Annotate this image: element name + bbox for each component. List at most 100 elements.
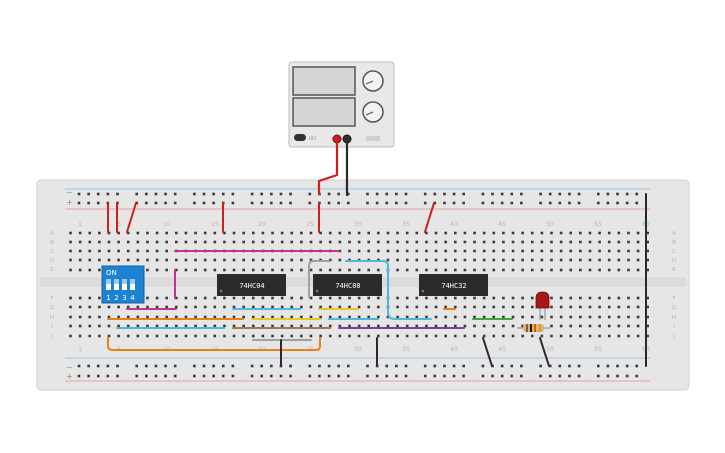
breadboard-hole[interactable] xyxy=(290,324,294,328)
breadboard-hole[interactable] xyxy=(511,258,515,262)
breadboard-hole[interactable] xyxy=(386,258,390,262)
breadboard-hole[interactable] xyxy=(454,296,457,300)
breadboard-hole[interactable] xyxy=(280,315,284,319)
breadboard-hole[interactable] xyxy=(366,201,369,205)
breadboard-hole[interactable] xyxy=(463,249,467,253)
breadboard-hole[interactable] xyxy=(231,201,235,205)
breadboard-hole[interactable] xyxy=(232,315,236,319)
breadboard-hole[interactable] xyxy=(251,315,255,319)
breadboard-hole[interactable] xyxy=(482,315,486,319)
breadboard-hole[interactable] xyxy=(271,315,274,319)
breadboard-hole[interactable] xyxy=(579,315,582,319)
breadboard-hole[interactable] xyxy=(530,296,534,300)
breadboard-hole[interactable] xyxy=(318,374,321,378)
breadboard-hole[interactable] xyxy=(328,324,332,328)
breadboard-hole[interactable] xyxy=(213,296,217,300)
breadboard-hole[interactable] xyxy=(146,249,149,253)
breadboard-hole[interactable] xyxy=(377,249,380,253)
breadboard-hole[interactable] xyxy=(88,305,92,309)
breadboard-hole[interactable] xyxy=(579,324,582,328)
breadboard-hole[interactable] xyxy=(606,374,610,378)
breadboard-hole[interactable] xyxy=(136,249,140,253)
breadboard-hole[interactable] xyxy=(454,231,457,235)
breadboard-hole[interactable] xyxy=(502,258,505,262)
breadboard-hole[interactable] xyxy=(425,268,428,272)
chip-74hc08[interactable]: 74HC08 xyxy=(313,274,382,296)
breadboard-hole[interactable] xyxy=(77,201,81,205)
breadboard-hole[interactable] xyxy=(327,201,331,205)
breadboard-hole[interactable] xyxy=(530,231,534,235)
breadboard-hole[interactable] xyxy=(616,364,619,368)
breadboard-hole[interactable] xyxy=(462,374,465,378)
breadboard-hole[interactable] xyxy=(69,296,72,300)
breadboard-hole[interactable] xyxy=(511,240,515,244)
breadboard-hole[interactable] xyxy=(405,296,409,300)
breadboard-hole[interactable] xyxy=(136,305,140,309)
breadboard-hole[interactable] xyxy=(443,201,446,205)
breadboard-hole[interactable] xyxy=(155,324,159,328)
breadboard-hole[interactable] xyxy=(135,374,138,378)
breadboard-hole[interactable] xyxy=(375,374,379,378)
breadboard-hole[interactable] xyxy=(627,231,630,235)
breadboard-hole[interactable] xyxy=(69,240,72,244)
breadboard-hole[interactable] xyxy=(559,231,563,235)
breadboard-hole[interactable] xyxy=(606,192,610,196)
breadboard-hole[interactable] xyxy=(223,296,226,300)
breadboard-hole[interactable] xyxy=(511,324,515,328)
breadboard-hole[interactable] xyxy=(539,374,542,378)
breadboard-hole[interactable] xyxy=(492,296,496,300)
breadboard-hole[interactable] xyxy=(607,258,611,262)
breadboard-hole[interactable] xyxy=(203,324,207,328)
breadboard-holes[interactable] xyxy=(69,192,649,378)
breadboard-hole[interactable] xyxy=(452,364,456,368)
breadboard-hole[interactable] xyxy=(646,324,649,328)
breadboard-hole[interactable] xyxy=(473,258,476,262)
breadboard-hole[interactable] xyxy=(607,268,611,272)
breadboard-hole[interactable] xyxy=(606,201,610,205)
breadboard-hole[interactable] xyxy=(145,192,148,196)
breadboard-hole[interactable] xyxy=(202,201,206,205)
breadboard-hole[interactable] xyxy=(289,364,292,368)
breadboard-hole[interactable] xyxy=(261,305,265,309)
breadboard-hole[interactable] xyxy=(548,374,552,378)
wire-black[interactable] xyxy=(539,337,550,367)
breadboard-hole[interactable] xyxy=(136,324,140,328)
breadboard-hole[interactable] xyxy=(328,305,332,309)
breadboard-hole[interactable] xyxy=(530,258,534,262)
breadboard-hole[interactable] xyxy=(510,374,514,378)
breadboard-hole[interactable] xyxy=(454,324,457,328)
breadboard-hole[interactable] xyxy=(319,324,322,328)
breadboard-hole[interactable] xyxy=(492,258,496,262)
wire-cyan[interactable] xyxy=(345,260,432,320)
breadboard-hole[interactable] xyxy=(271,240,274,244)
breadboard-hole[interactable] xyxy=(627,315,630,319)
breadboard-hole[interactable] xyxy=(338,258,342,262)
breadboard-hole[interactable] xyxy=(300,296,303,300)
breadboard-hole[interactable] xyxy=(607,240,611,244)
breadboard-hole[interactable] xyxy=(462,201,465,205)
breadboard-hole[interactable] xyxy=(425,296,428,300)
breadboard-hole[interactable] xyxy=(184,315,188,319)
breadboard-hole[interactable] xyxy=(385,192,389,196)
breadboard-hole[interactable] xyxy=(540,268,544,272)
breadboard-hole[interactable] xyxy=(559,315,563,319)
breadboard-hole[interactable] xyxy=(559,334,563,338)
breadboard-hole[interactable] xyxy=(223,268,226,272)
breadboard-hole[interactable] xyxy=(463,268,467,272)
breadboard-hole[interactable] xyxy=(223,240,226,244)
breadboard-hole[interactable] xyxy=(550,231,553,235)
breadboard-hole[interactable] xyxy=(482,231,486,235)
breadboard-hole[interactable] xyxy=(96,374,100,378)
breadboard-hole[interactable] xyxy=(309,296,313,300)
breadboard-hole[interactable] xyxy=(635,374,639,378)
breadboard-hole[interactable] xyxy=(242,258,245,262)
breadboard-hole[interactable] xyxy=(232,268,236,272)
breadboard-hole[interactable] xyxy=(271,334,274,338)
breadboard-hole[interactable] xyxy=(502,231,505,235)
breadboard-hole[interactable] xyxy=(98,324,101,328)
dip-toggle-2[interactable] xyxy=(114,279,119,290)
breadboard-hole[interactable] xyxy=(617,315,621,319)
breadboard-hole[interactable] xyxy=(357,315,361,319)
breadboard-hole[interactable] xyxy=(521,268,524,272)
breadboard-hole[interactable] xyxy=(146,296,149,300)
